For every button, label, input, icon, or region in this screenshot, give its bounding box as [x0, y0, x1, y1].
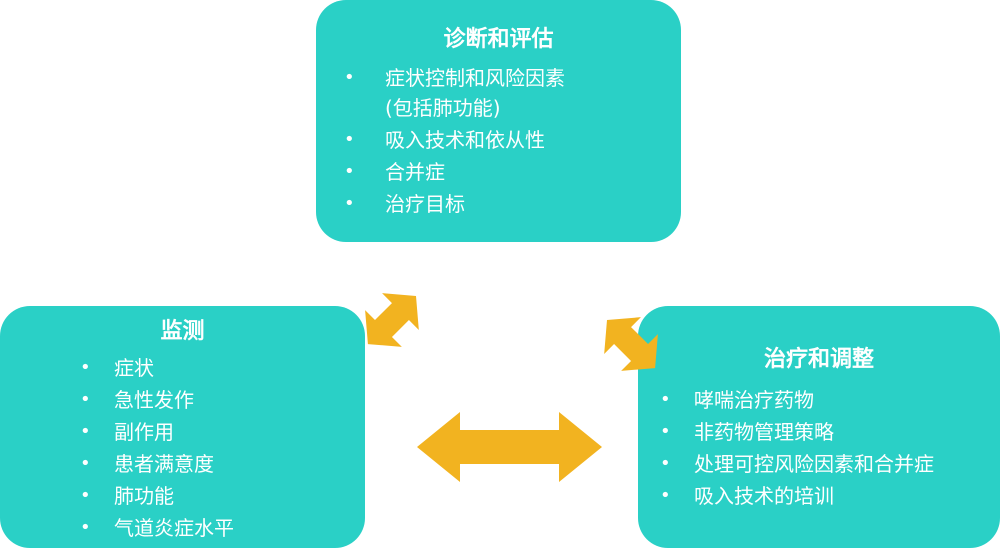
list-item-text: 吸入技术的培训	[694, 484, 834, 508]
bullet-icon: •	[660, 421, 671, 442]
list-item: • 非药物管理策略	[638, 416, 1000, 448]
bullet-icon: •	[80, 357, 91, 378]
diagnose-list: • 症状控制和风险因素 (包括肺功能) • 吸入技术和依从性 • 合并症 • 治…	[316, 62, 681, 220]
list-item-text: 肺功能	[114, 484, 174, 508]
list-item-continuation: (包括肺功能)	[316, 92, 681, 124]
bullet-icon: •	[80, 421, 91, 442]
list-item: • 治疗目标	[316, 188, 681, 220]
list-item-text: 合并症	[385, 160, 445, 184]
list-item-text: 患者满意度	[114, 452, 214, 476]
double-arrow-icon	[417, 412, 602, 482]
monitor-title: 监测	[160, 319, 205, 344]
bullet-icon: •	[660, 389, 671, 410]
list-item: • 吸入技术和依从性	[316, 124, 681, 156]
list-item: • 处理可控风险因素和合并症	[638, 448, 1000, 480]
double-arrow-icon	[604, 317, 658, 371]
list-item-text: 症状	[114, 356, 154, 380]
list-item-text: 气道炎症水平	[114, 516, 234, 540]
diagnose-box: 诊断和评估 • 症状控制和风险因素 (包括肺功能) • 吸入技术和依从性 • 合…	[316, 0, 681, 242]
monitor-box: 监测 • 症状 • 急性发作 • 副作用 • 患者满意度 • 肺功能 • 气道炎…	[0, 306, 365, 548]
list-item: • 气道炎症水平	[0, 512, 365, 544]
list-item-text: 吸入技术和依从性	[385, 128, 545, 152]
treatment-list: • 哮喘治疗药物 • 非药物管理策略 • 处理可控风险因素和合并症 • 吸入技术…	[638, 384, 1000, 512]
list-item-text: 症状控制和风险因素	[385, 66, 565, 90]
list-item-text: 非药物管理策略	[694, 420, 834, 444]
bullet-icon: •	[80, 517, 91, 538]
bullet-icon: •	[660, 453, 671, 474]
list-item-text: 处理可控风险因素和合并症	[694, 452, 934, 476]
bullet-icon: •	[344, 129, 355, 150]
bullet-icon: •	[344, 67, 355, 88]
list-item-text: 治疗目标	[385, 192, 465, 216]
bullet-icon: •	[80, 453, 91, 474]
bullet-icon: •	[344, 161, 355, 182]
bullet-icon: •	[80, 389, 91, 410]
list-item-text: 哮喘治疗药物	[694, 388, 814, 412]
treatment-title: 治疗和调整	[763, 347, 874, 372]
list-item-text: 副作用	[114, 420, 174, 444]
list-item-text: 急性发作	[114, 388, 194, 412]
bullet-icon: •	[660, 485, 671, 506]
double-arrow-icon	[365, 293, 419, 347]
list-item-text: (包括肺功能)	[385, 96, 501, 120]
list-item: • 吸入技术的培训	[638, 480, 1000, 512]
list-item: • 患者满意度	[0, 448, 365, 480]
diagnose-title: 诊断和评估	[443, 27, 554, 52]
treatment-box: 治疗和调整 • 哮喘治疗药物 • 非药物管理策略 • 处理可控风险因素和合并症 …	[638, 306, 1000, 548]
bullet-icon: •	[80, 485, 91, 506]
bullet-icon: •	[344, 193, 355, 214]
list-item: • 哮喘治疗药物	[638, 384, 1000, 416]
monitor-list: • 症状 • 急性发作 • 副作用 • 患者满意度 • 肺功能 • 气道炎症水平	[0, 352, 365, 544]
list-item: • 症状控制和风险因素	[316, 62, 681, 94]
list-item: • 合并症	[316, 156, 681, 188]
list-item: • 副作用	[0, 416, 365, 448]
list-item: • 症状	[0, 352, 365, 384]
list-item: • 急性发作	[0, 384, 365, 416]
list-item: • 肺功能	[0, 480, 365, 512]
